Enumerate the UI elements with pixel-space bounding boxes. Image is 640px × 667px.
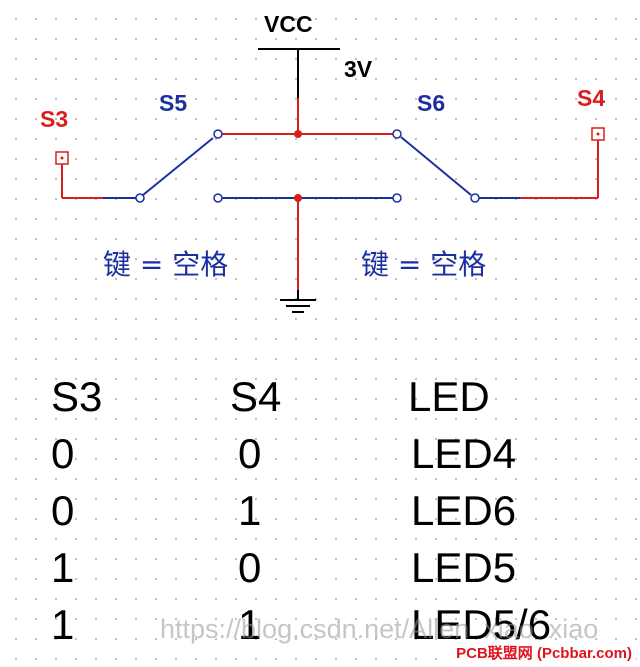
cell-s3: 0 xyxy=(51,487,75,534)
cell-s4: 0 xyxy=(238,430,262,477)
s5-label: S5 xyxy=(159,90,187,116)
cell-s3: 0 xyxy=(51,430,75,477)
table-row: 1 1 LED5/6 xyxy=(0,596,640,653)
key-label-right: 键 = 空格 xyxy=(361,248,486,281)
watermark: https://blog.csdn.net/Allen_xiao_xiao xyxy=(160,614,599,644)
s4-probe xyxy=(520,127,605,199)
cell-led: LED5/6 xyxy=(411,601,552,648)
s3-label: S3 xyxy=(40,106,68,132)
cell-s4: 0 xyxy=(238,544,262,591)
schematic-diagram: VCC 3V S3 S4 S5 S6 键 = 空格 键 = 空格 xyxy=(40,11,605,313)
truth-table-header: S3 S4 LED xyxy=(0,368,640,425)
cell-s3: 1 xyxy=(51,601,75,648)
s5-switch xyxy=(135,129,223,203)
cell-s3: 1 xyxy=(51,544,75,591)
table-row: 1 0 LED5 xyxy=(0,539,640,596)
cell-led: LED5 xyxy=(411,544,517,591)
vcc-symbol xyxy=(258,48,340,98)
s4-label: S4 xyxy=(577,85,605,111)
top-junction xyxy=(294,130,302,138)
vcc-label: VCC xyxy=(264,11,313,37)
s6-label: S6 xyxy=(417,90,445,116)
header-s4: S4 xyxy=(230,373,282,420)
table-row: 0 1 LED6 xyxy=(0,482,640,539)
site-badge: PCB联盟网 (Pcbbar.com) xyxy=(452,641,636,664)
cell-led: LED4 xyxy=(411,430,517,477)
cell-s4: 1 xyxy=(238,487,262,534)
s3-probe xyxy=(55,151,103,199)
table-row: 0 0 LED4 xyxy=(0,425,640,482)
header-s3: S3 xyxy=(51,373,103,420)
truth-table: S3 S4 LED 0 0 LED4 0 1 LED6 1 0 LED5 1 1… xyxy=(0,368,640,653)
cell-s4: 1 xyxy=(238,601,262,648)
s6-switch xyxy=(392,129,480,203)
voltage-label: 3V xyxy=(344,56,373,82)
cell-led: LED6 xyxy=(411,487,517,534)
key-label-left: 键 = 空格 xyxy=(103,248,228,281)
ground-symbol xyxy=(280,290,316,313)
header-led: LED xyxy=(408,373,490,420)
